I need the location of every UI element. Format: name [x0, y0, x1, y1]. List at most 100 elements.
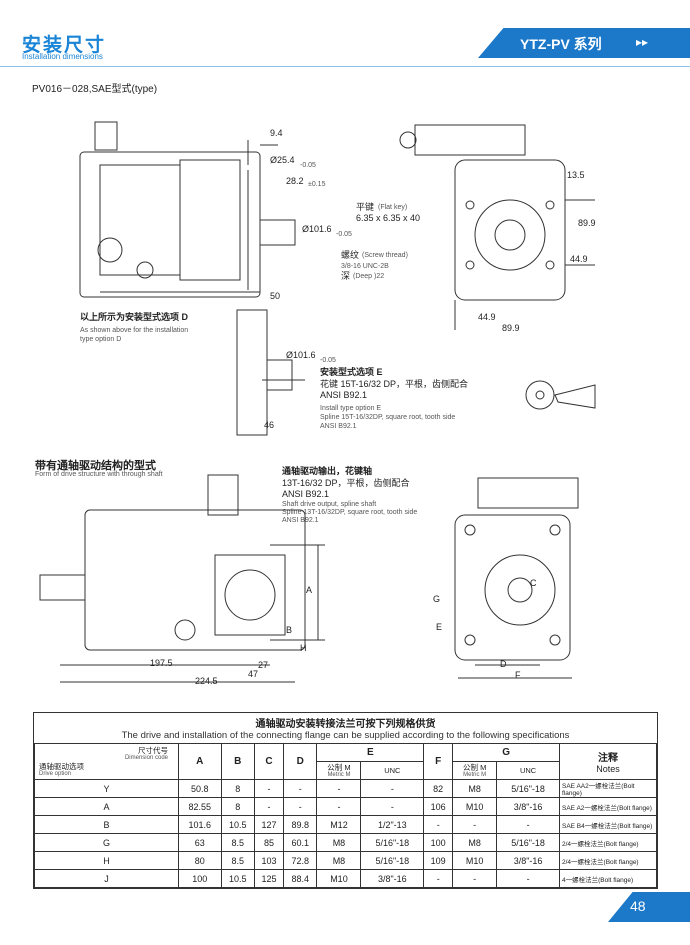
cell-notes: 2/4一螺栓法兰(Bolt flange)	[559, 851, 657, 870]
cell-a: 82.55	[178, 797, 222, 816]
page-number: 48	[630, 898, 646, 914]
through-out-line1: 13T-16/32 DP，平根，齿侧配合	[282, 478, 410, 488]
dim-101-6-tol: -0.05	[336, 231, 352, 238]
cell-c: 125	[254, 869, 284, 888]
cell-notes: 4一螺栓法兰(Bolt flange)	[559, 869, 657, 888]
label-h: H	[300, 643, 307, 653]
option-e-en1: Install type option E	[320, 405, 382, 412]
thread-en: (Screw thread)	[362, 252, 408, 259]
col-header-g: G	[452, 743, 560, 762]
cell-notes: SAE A2一螺栓法兰(Bolt flange)	[559, 797, 657, 816]
note-main: 4一螺栓法兰	[562, 876, 599, 884]
option-e-line2: ANSI B92.1	[320, 390, 368, 400]
col-header-c: C	[254, 743, 284, 780]
cell-gm: -	[452, 869, 498, 888]
series-label: YTZ-PV 系列	[520, 36, 602, 52]
sub-e-metric-cn: 公制 M	[327, 762, 351, 772]
cell-gm: M8	[452, 779, 498, 798]
cell-gu: 5/16"-18	[496, 833, 560, 852]
cell-d: -	[282, 797, 318, 816]
page-subtitle: Installation dimensions	[22, 52, 103, 61]
note-main: SAE A2一螺栓法兰	[562, 804, 617, 812]
label-d: D	[500, 659, 507, 669]
cell-gm: -	[452, 815, 498, 834]
cell-f: 100	[423, 833, 454, 852]
cell-gm: M8	[452, 833, 498, 852]
sub-e-metric: 公制 M Metric M	[316, 761, 362, 780]
dim-89-9-v: 89.9	[578, 218, 596, 228]
cell-opt: A	[34, 797, 179, 816]
dim-25-4: Ø25.4	[270, 155, 295, 165]
cell-gu: -	[496, 815, 560, 834]
label-f: F	[515, 670, 521, 680]
label-b: B	[286, 625, 293, 635]
through-out-cn: 通轴驱动输出，花键轴	[282, 466, 373, 476]
cell-d: 60.1	[282, 833, 318, 852]
cell-eu: 3/8"-16	[360, 869, 425, 888]
sub-e-unc: UNC	[360, 761, 425, 780]
option-e-en3: ANSI B92.1	[320, 423, 357, 430]
cell-eu: 5/16"-18	[360, 851, 425, 870]
through-shaft-title: 带有通轴驱动结构的型式	[35, 460, 156, 472]
notes-cn: 注释	[598, 752, 618, 764]
through-shaft-title-en: Form of drive structure with through sha…	[35, 471, 163, 478]
cell-f: -	[423, 869, 454, 888]
cell-gu: 3/8"-16	[496, 797, 560, 816]
note-main: 2/4一螺栓法兰	[562, 840, 604, 848]
col-header-f: F	[423, 743, 454, 780]
dim-25-4-tol: -0.05	[300, 162, 316, 169]
label-c: C	[530, 578, 537, 588]
cell-a: 80	[178, 851, 222, 870]
cell-c: 103	[254, 851, 284, 870]
double-arrow-icon: ▸▸	[636, 35, 649, 49]
dim-44-9-v: 44.9	[570, 254, 588, 264]
note-main: SAE B4一螺栓法兰	[562, 822, 618, 830]
cell-eu: -	[360, 797, 425, 816]
cell-eu: 1/2"-13	[360, 815, 425, 834]
cell-c: -	[254, 797, 284, 816]
through-en1: Shaft drive output, spline shaft	[282, 501, 377, 508]
cell-em: M10	[316, 869, 362, 888]
option-e-dim: Ø101.6	[286, 350, 316, 360]
corner-bottom-en: Drive option	[39, 770, 72, 777]
table-corner-header: 尺寸代号 Dimension code 通轴驱动选项 Drive option	[34, 743, 179, 780]
cell-d: 72.8	[282, 851, 318, 870]
cell-f: 109	[423, 851, 454, 870]
thread-cn: 螺纹	[341, 250, 360, 260]
cell-gu: 3/8"-16	[496, 851, 560, 870]
dim-47: 47	[248, 669, 259, 679]
dim-197-5: 197.5	[150, 658, 173, 668]
option-d-cn: 以上所示为安装型式选项 D	[80, 312, 189, 322]
deep-cn: 深	[341, 271, 351, 281]
cell-notes: SAE AA2一螺栓法兰(Bolt flange)	[559, 779, 657, 798]
pump-side-view-bottom	[39, 474, 325, 683]
note-en: (Bolt flange)	[603, 840, 639, 848]
cell-a: 63	[178, 833, 222, 852]
deep-en: (Deep )22	[353, 273, 385, 280]
flange-spec-table: 通轴驱动安装转接法兰可按下列规格供货 The drive and install…	[33, 712, 658, 889]
dim-28-2: 28.2	[286, 176, 304, 186]
dim-9-4: 9.4	[270, 128, 283, 138]
dim-44-9-h: 44.9	[478, 312, 496, 322]
label-e: E	[436, 622, 443, 632]
cell-notes: SAE B4一螺栓法兰(Bolt flange)	[559, 815, 657, 834]
label-a: A	[306, 585, 313, 595]
table-caption-en: The drive and installation of the connec…	[121, 730, 570, 741]
table-caption-cn: 通轴驱动安装转接法兰可按下列规格供货	[255, 719, 436, 730]
cell-eu: -	[360, 779, 425, 798]
dim-224-5: 224.5	[195, 676, 218, 686]
note-en: (Bolt flange)	[598, 876, 634, 884]
cell-em: M8	[316, 833, 362, 852]
option-e-view	[236, 309, 596, 436]
dim-13-5: 13.5	[567, 170, 585, 180]
cell-c: 127	[254, 815, 284, 834]
col-header-d: D	[282, 743, 318, 780]
cell-d: 88.4	[282, 869, 318, 888]
cell-f: -	[423, 815, 454, 834]
